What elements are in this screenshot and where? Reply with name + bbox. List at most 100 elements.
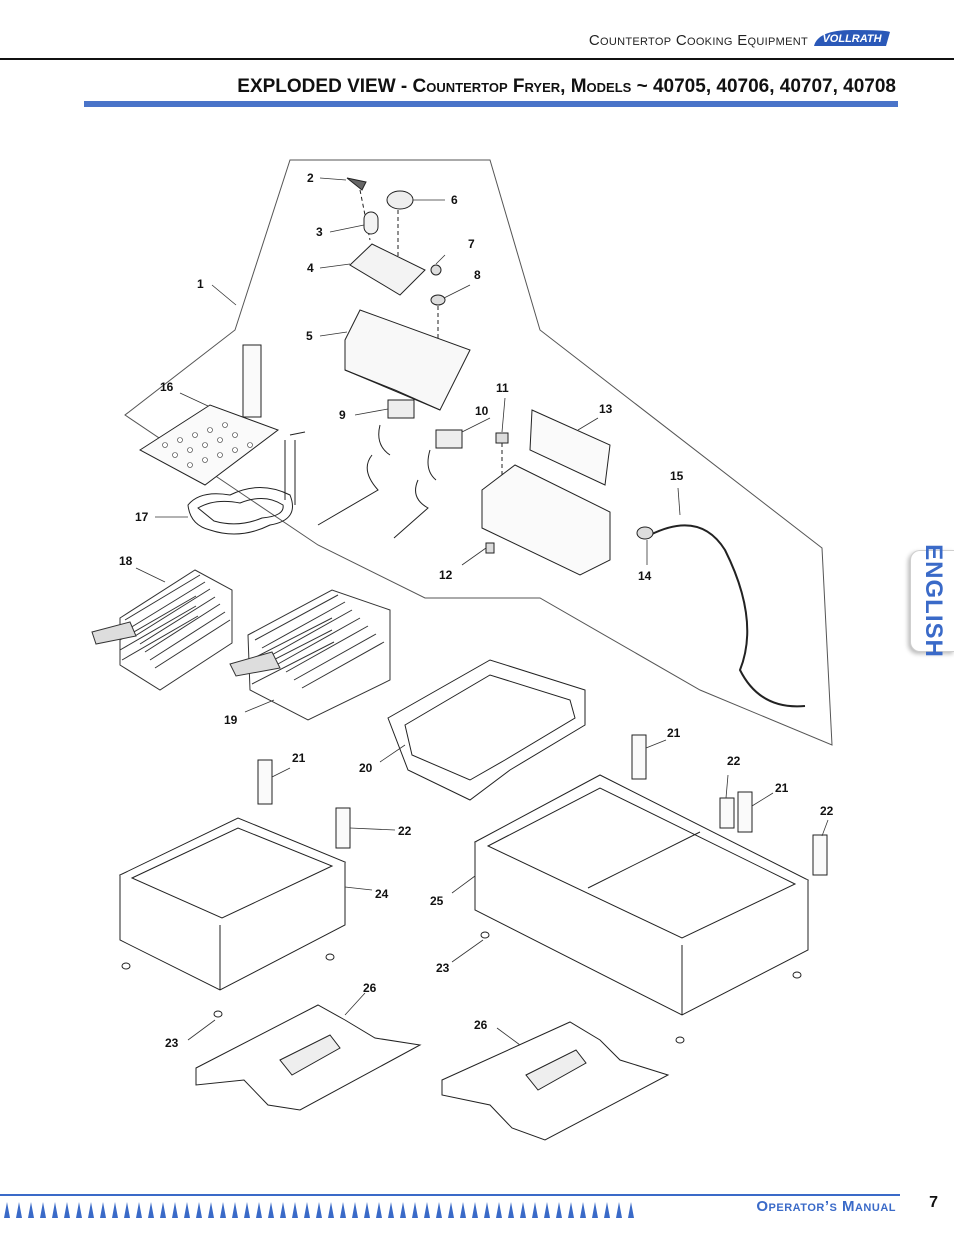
callout-21-left: 21 [292,751,306,765]
footer-rule [0,1194,900,1196]
part-bracket-22b [719,797,735,829]
footer-triangle-pattern [4,1202,634,1218]
footer-triangle [472,1202,478,1218]
part-cover-dual [441,1021,670,1141]
footer-triangle [232,1202,238,1218]
footer-triangle [148,1202,154,1218]
part-panel [529,409,611,486]
footer-triangle [88,1202,94,1218]
footer-manual-label: Operator’s Manual [756,1198,896,1215]
footer-triangle [520,1202,526,1218]
callout-3: 3 [316,225,323,239]
language-tab[interactable]: ENGLISH [910,544,954,658]
footer-triangle [604,1202,610,1218]
part-bracket-21a [257,759,273,805]
footer-triangle [400,1202,406,1218]
callout-11: 11 [496,381,509,395]
part-spacer [363,211,379,235]
callout-23-right: 23 [436,961,450,975]
part-bracket-21b [631,734,647,780]
part-foot-a [213,1010,223,1018]
callout-23-left: 23 [165,1036,179,1050]
footer-triangle [556,1202,562,1218]
part-plate [349,243,426,296]
footer-triangle [124,1202,130,1218]
callout-22-left: 22 [398,824,412,838]
header-section-title: Countertop Cooking Equipment [588,32,808,49]
footer-triangle [136,1202,142,1218]
title-underline [84,101,898,107]
footer-triangle [628,1202,634,1218]
footer-triangle [568,1202,574,1218]
footer-triangle [208,1202,214,1218]
footer-triangle [184,1202,190,1218]
callout-2: 2 [307,171,314,185]
callout-8: 8 [474,268,481,282]
footer-triangle [304,1202,310,1218]
vollrath-logo: VOLLRATH [814,30,890,46]
part-nut [430,264,442,276]
part-component-housing [481,464,611,576]
footer-triangle [484,1202,490,1218]
footer-triangle [40,1202,46,1218]
footer-triangle [424,1202,430,1218]
title-prefix: EXPLODED VIEW - [237,76,413,97]
header-rule [0,58,954,60]
part-body-dual [473,774,810,1016]
part-washer [430,294,446,306]
part-heating-element [187,487,293,535]
part-screw [346,177,367,191]
footer-triangle [328,1202,334,1218]
footer-triangle [448,1202,454,1218]
footer-triangle [292,1202,298,1218]
footer-triangle [256,1202,262,1218]
callout-13: 13 [599,402,613,416]
callout-4: 4 [307,261,314,275]
footer-triangle [544,1202,550,1218]
part-thermostat-b [435,429,463,449]
part-foot-b [675,1036,685,1044]
part-thermostat-a [387,399,415,419]
footer-triangle [160,1202,166,1218]
footer-triangle [64,1202,70,1218]
part-bracket-post [242,344,262,418]
footer-triangle [76,1202,82,1218]
callout-9: 9 [339,408,346,422]
callout-7: 7 [468,237,475,251]
part-power-cord [649,524,806,708]
footer-triangle [16,1202,22,1218]
part-strain-relief [636,526,654,540]
footer-triangle [4,1202,10,1218]
footer-triangle [28,1202,34,1218]
footer-triangle [340,1202,346,1218]
callout-21-right: 21 [775,781,789,795]
footer-triangle [196,1202,202,1218]
part-knob [386,190,414,210]
part-bracket-22a [335,807,351,849]
footer-triangle [580,1202,586,1218]
part-indicator-light [485,542,495,554]
footer-triangle [412,1202,418,1218]
callout-22-center: 22 [727,754,741,768]
callout-18: 18 [119,554,133,568]
callout-1: 1 [197,277,204,291]
callout-20: 20 [359,761,373,775]
brand-text: VOLLRATH [822,33,882,45]
callout-14: 14 [638,569,652,583]
part-switch [495,432,509,444]
footer-triangle [532,1202,538,1218]
callout-5: 5 [306,329,313,343]
parts-group-outline [124,159,833,746]
callout-6: 6 [451,193,458,207]
footer-triangle [52,1202,58,1218]
footer-triangle [592,1202,598,1218]
footer-triangle [376,1202,382,1218]
footer-triangle [388,1202,394,1218]
footer-triangle [280,1202,286,1218]
callout-16: 16 [160,380,174,394]
callout-15: 15 [670,469,684,483]
footer-triangle [460,1202,466,1218]
callout-24: 24 [375,887,389,901]
footer-triangle [172,1202,178,1218]
